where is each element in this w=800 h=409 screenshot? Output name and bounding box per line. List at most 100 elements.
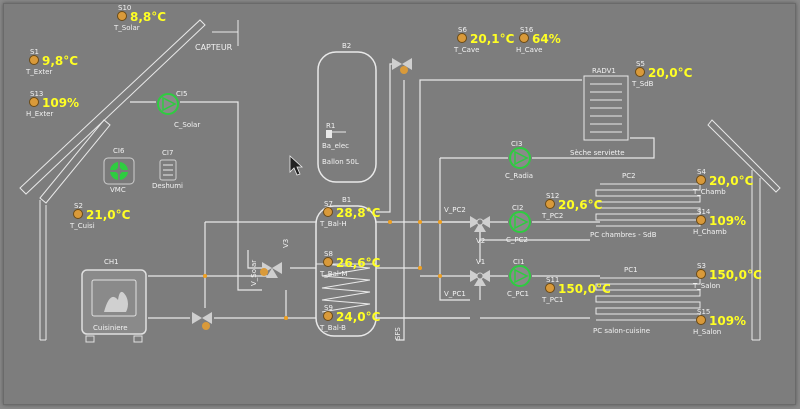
r1-label: Ba_elec [322,142,349,150]
ch1-id: CH1 [104,258,119,266]
thermometer-icon [696,215,706,225]
thermometer-icon [117,11,127,21]
ci3-label: C_Radia [505,172,533,180]
pipe-junctions [203,220,442,320]
thermometer-icon [696,175,706,185]
stove-icon[interactable] [81,269,147,343]
thermometer-icon [29,55,39,65]
sensor-value: 24,0°C [336,310,381,324]
ci7-label: Deshumi [152,182,183,190]
house-left-roof [19,19,206,341]
pc2-label: PC chambres - SdB [590,231,657,239]
dehumidifier-icon[interactable] [159,159,177,181]
sfs-label: SFS [394,327,402,340]
b2-id: B2 [342,42,351,50]
thermometer-icon [323,207,333,217]
radiator-pump[interactable] [509,147,531,169]
sensor-value: 109% [42,96,79,110]
sensor-s1[interactable]: S19,8°CT_Exter [25,48,78,76]
floor-heating-pc1[interactable] [595,277,701,321]
sensor-id: S8 [324,250,333,258]
sensor-tag: T_Bal-B [319,324,346,332]
thermometer-icon [519,33,529,43]
ci3-id: CI3 [511,140,522,148]
pc2-id: PC2 [622,172,636,180]
hot-water-tank-b2[interactable] [317,51,377,183]
sensor-value: 20,0°C [648,66,693,80]
sensor-value: 8,8°C [130,10,166,24]
sensor-value: 21,0°C [86,208,131,222]
capteur-label: CAPTEUR [195,43,233,52]
sensor-value: 150,0°C [558,282,611,296]
solar-valve-v3[interactable] [260,262,282,278]
sensor-id: S10 [118,4,131,12]
b2-label: Ballon 50L [322,158,359,166]
stove-mixing-valve[interactable] [192,312,212,330]
mouse-cursor-icon [289,155,304,176]
sensor-id: S5 [636,60,645,68]
mixing-valve-v1[interactable] [470,270,490,286]
ch1-label: Cuisiniere [93,324,128,332]
tank-valve[interactable] [392,58,412,74]
thermometer-icon [696,315,706,325]
r1-id: R1 [326,122,335,130]
sensor-tag: T_PC1 [541,296,563,304]
vmc-fan-icon[interactable] [103,157,135,185]
thermometer-icon [635,67,645,77]
thermometer-icon [545,283,555,293]
sensor-tag: T_Solar [113,24,140,32]
pc1-id: PC1 [624,266,638,274]
radv1-id: RADV1 [592,67,616,75]
sensor-value: 109% [709,214,746,228]
sensor-id: S3 [697,262,706,270]
floor-pump-ci1[interactable] [509,265,531,287]
sensor-layer: S108,8°CT_SolarS19,8°CT_ExterS13109%H_Ex… [25,4,762,336]
sensor-id: S1 [30,48,39,56]
ci2-label: C_PC2 [506,236,528,244]
ci1-id: CI1 [513,258,524,266]
sensor-tag: H_Salon [693,328,721,336]
solar-pump[interactable] [157,93,179,115]
thermometer-icon [545,199,555,209]
sensor-tag: H_Exter [26,110,53,118]
sensor-id: S6 [458,26,467,34]
ci6-label: VMC [110,186,126,194]
v1-label: V_PC1 [444,290,466,298]
towel-dryer-radv1[interactable] [583,75,629,141]
sensor-tag: T_Cuisi [69,222,95,230]
sensor-id: S14 [697,208,711,216]
sensor-tag: T_Salon [692,282,720,290]
sensor-value: 26,6°C [336,256,381,270]
sensor-tag: T_SdB [631,80,654,88]
v2-label: V_PC2 [444,206,466,214]
floor-pump-ci2[interactable] [509,211,531,233]
sensor-tag: T_Chamb [692,188,726,196]
sensor-tag: T_Cave [453,46,479,54]
v3-id: V3 [282,239,290,248]
v2-id: V2 [476,237,485,245]
sensor-value: 20,0°C [709,174,754,188]
sensor-id: S16 [520,26,534,34]
thermometer-icon [696,269,706,279]
floor-heating-pc2[interactable] [595,183,701,227]
sensor-id: S13 [30,90,43,98]
thermometer-icon [29,97,39,107]
sensor-value: 28,8°C [336,206,381,220]
mixing-valve-v2[interactable] [470,216,490,232]
ci7-id: CI7 [162,149,173,157]
